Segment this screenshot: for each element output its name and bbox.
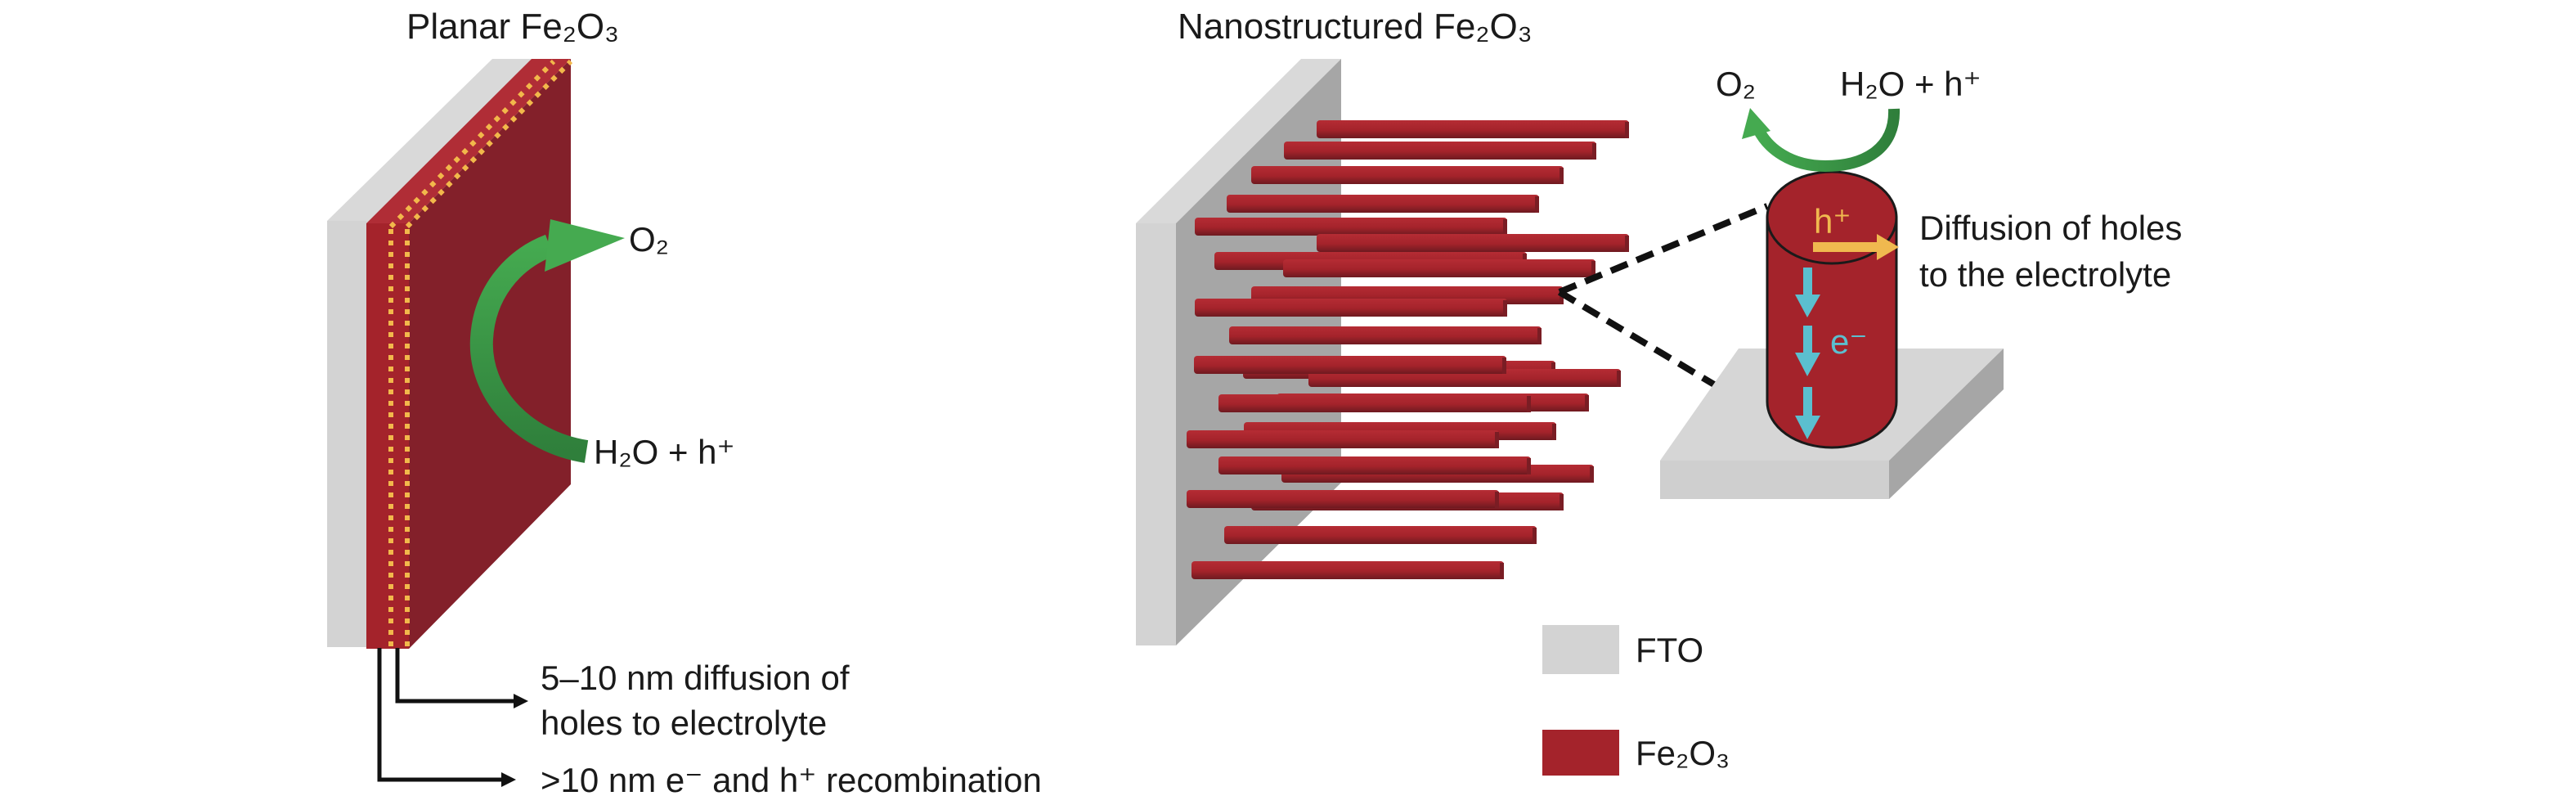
planar-electrode: Planar Fe₂O₃ O₂ H₂O + h⁺ 5–10 nm diffusi…: [327, 7, 1042, 799]
diffusion-boundary-dotted-lines: [388, 59, 573, 646]
fto-substrate-front: [1660, 461, 1889, 499]
nanorod: [1227, 195, 1539, 213]
nanorod-o2-label: O₂: [1716, 65, 1756, 103]
nanorod: [1218, 394, 1531, 412]
diffusion-label-line2: to the electrolyte: [1919, 255, 2171, 294]
nanostructured-title: Nanostructured Fe₂O₃: [1178, 7, 1533, 47]
nanorod: [1195, 218, 1507, 236]
nanorod-cylinder-top: [1766, 170, 1898, 265]
diffusion-label-line1: Diffusion of holes: [1919, 209, 2182, 247]
fto-plate-front: [1136, 223, 1176, 645]
nanorod: [1317, 120, 1629, 138]
nanorod-cylinder: [1766, 216, 1898, 449]
nanorod: [1187, 430, 1499, 448]
fto-plate-top: [1136, 59, 1341, 223]
electron-label: e⁻: [1830, 322, 1868, 361]
nanorod: [1229, 326, 1542, 344]
nanorod: [1192, 561, 1504, 579]
nanorod: [1251, 166, 1564, 184]
fto-substrate-side: [1889, 349, 2004, 499]
nanorod-h2o-label: H₂O + h⁺: [1840, 65, 1981, 103]
diffusion-annotation-line2: holes to electrolyte: [541, 704, 827, 742]
nanorod: [1284, 142, 1596, 160]
nanorod: [1283, 259, 1595, 277]
nanorod: [1195, 299, 1507, 317]
nanorod: [1218, 456, 1531, 474]
fto-layer-top: [327, 59, 532, 223]
arrow-head-icon: [514, 694, 528, 708]
recombination-annotation: >10 nm e⁻ and h⁺ recombination: [541, 761, 1042, 799]
legend-label-fto: FTO: [1636, 631, 1703, 669]
oxygen-cycle-arrow: [1742, 108, 1901, 173]
hole-label: h⁺: [1814, 202, 1851, 241]
electron-transport-arrows: [1795, 268, 1820, 439]
hole-diffusion-arrow: [1813, 234, 1899, 260]
oxygen-evolution-arrow: [469, 219, 625, 463]
planar-o2-label: O₂: [629, 220, 669, 259]
fto-layer-front: [327, 221, 366, 647]
planar-title: Planar Fe₂O₃: [406, 7, 619, 47]
nanostructured-electrode: Nanostructured Fe₂O₃ O₂ H₂O + h⁺ h⁺ Diff…: [1136, 7, 2182, 645]
fe2o3-layer-edge: [366, 223, 409, 649]
planar-h2o-label: H₂O + h⁺: [594, 433, 735, 471]
fe2o3-layer-top: [366, 59, 571, 223]
nanorod: [1187, 490, 1499, 508]
nanorod: [1317, 234, 1629, 252]
annotation-leader-lines: [377, 648, 515, 782]
legend-label-fe2o3: Fe₂O₃: [1636, 734, 1730, 772]
legend-swatch-fto: [1542, 625, 1619, 674]
nanorod: [1224, 526, 1537, 544]
diffusion-annotation-line1: 5–10 nm diffusion of: [541, 659, 850, 697]
legend: FTO Fe₂O₃: [1542, 625, 1730, 776]
nanorod-array: [1187, 120, 1629, 579]
nanorod: [1194, 356, 1506, 374]
arrow-head-icon: [501, 772, 516, 787]
legend-swatch-fe2o3: [1542, 730, 1619, 776]
